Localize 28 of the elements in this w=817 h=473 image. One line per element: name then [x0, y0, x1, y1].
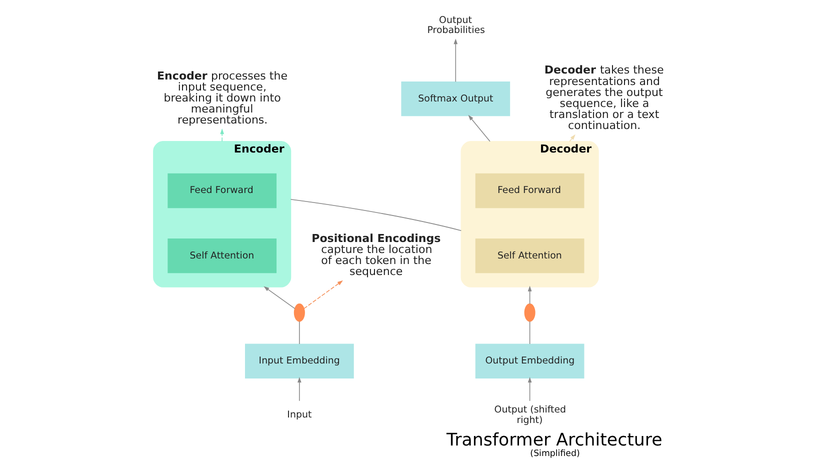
arrow	[264, 286, 296, 309]
arrow	[528, 286, 532, 304]
arrow	[454, 38, 458, 82]
node-ellipse	[524, 304, 536, 322]
caption: (Simplified)	[530, 449, 580, 460]
connector	[290, 199, 462, 231]
arrow	[297, 377, 302, 402]
node-box: Self Attention	[168, 238, 277, 274]
node-text: Encoder processes the input sequence, breaking it down into meaningful representations.	[157, 69, 288, 126]
arrow	[220, 128, 224, 142]
node-ellipse	[294, 304, 305, 322]
node-box: Input Embedding	[244, 344, 354, 379]
arrow	[468, 114, 490, 142]
arrow	[528, 377, 532, 402]
node-text: Input	[287, 410, 312, 421]
node-box: Feed Forward	[475, 173, 584, 208]
node-box: Softmax Output	[401, 81, 510, 116]
node-box: Output Embedding	[475, 344, 584, 379]
arrow	[304, 280, 343, 309]
node-text: Output (shifted right)	[494, 404, 566, 426]
connector	[529, 321, 530, 344]
node-box: Self Attention	[475, 238, 584, 274]
node-text: Positional Encodings capture the location of each token in the sequence	[312, 232, 441, 278]
node-box: Feed Forward	[168, 173, 277, 208]
arrow	[569, 134, 576, 142]
connector	[299, 321, 300, 344]
node-text: Decoder takes these representations and generates the output sequence, like a translation or a text continuation.	[544, 64, 664, 132]
node-text: Output Probabilities	[427, 14, 485, 36]
